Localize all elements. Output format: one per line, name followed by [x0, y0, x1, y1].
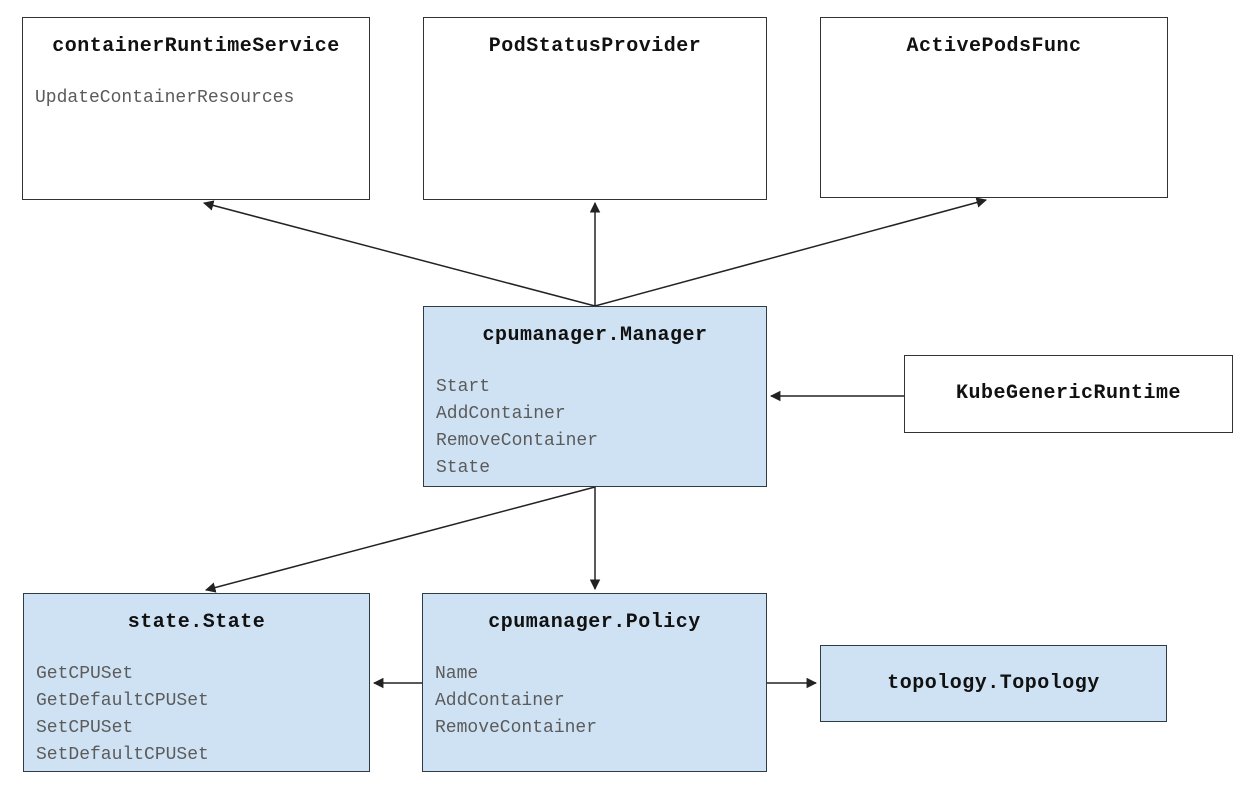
node-title: cpumanager.Policy	[488, 611, 701, 634]
edge-manager-to-active-pods-func	[594, 197, 988, 307]
node-title: topology.Topology	[887, 671, 1100, 695]
method: RemoveContainer	[436, 431, 599, 451]
node-pod-status-provider: PodStatusProvider	[423, 17, 767, 200]
node-title: cpumanager.Manager	[482, 324, 708, 347]
method: RemoveContainer	[435, 718, 598, 738]
method: SetCPUSet	[36, 718, 134, 738]
method: UpdateContainerResources	[35, 88, 295, 108]
edge-manager-to-container-runtime-service	[202, 200, 596, 307]
node-title: ActivePodsFunc	[906, 35, 1082, 58]
node-title: state.State	[127, 611, 266, 634]
node-topology-topology: topology.Topology	[820, 645, 1167, 722]
method: Start	[436, 377, 491, 397]
node-container-runtime-service: containerRuntimeService UpdateContainerR…	[22, 17, 370, 200]
node-methods: UpdateContainerResources	[23, 85, 369, 112]
node-state-state: state.State GetCPUSet GetDefaultCPUSet S…	[23, 593, 370, 772]
method: Name	[435, 664, 479, 684]
edge-manager-to-state-state	[204, 486, 596, 593]
node-active-pods-func: ActivePodsFunc	[820, 17, 1168, 198]
node-methods: Name AddContainer RemoveContainer	[423, 661, 766, 742]
node-methods: GetCPUSet GetDefaultCPUSet SetCPUSet Set…	[24, 661, 369, 769]
node-cpumanager-policy: cpumanager.Policy Name AddContainer Remo…	[422, 593, 767, 772]
method: State	[436, 458, 491, 478]
node-title: KubeGenericRuntime	[955, 382, 1182, 405]
method: AddContainer	[435, 691, 565, 711]
method: SetDefaultCPUSet	[36, 745, 209, 765]
node-methods: Start AddContainer RemoveContainer State	[424, 374, 766, 482]
method: GetCPUSet	[36, 664, 134, 684]
node-cpumanager-manager: cpumanager.Manager Start AddContainer Re…	[423, 306, 767, 487]
method: GetDefaultCPUSet	[36, 691, 209, 711]
node-title: PodStatusProvider	[488, 35, 702, 58]
node-kube-generic-runtime: KubeGenericRuntime	[904, 355, 1233, 433]
node-title: containerRuntimeService	[52, 35, 340, 58]
method: AddContainer	[436, 404, 566, 424]
